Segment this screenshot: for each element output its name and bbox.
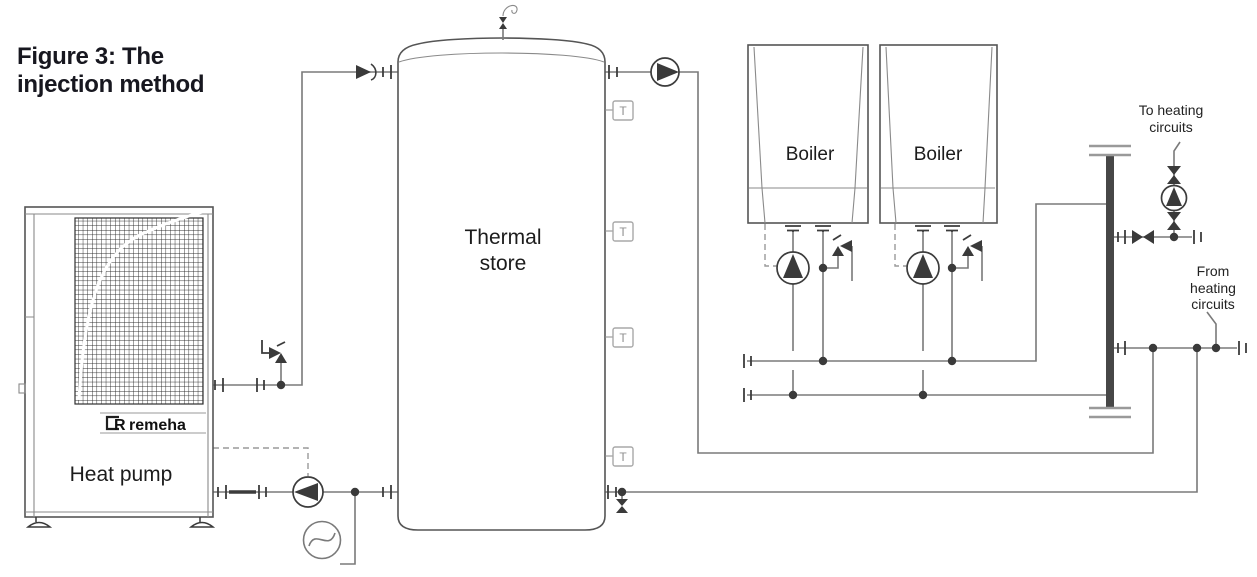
valves [261, 63, 1181, 513]
pipe-heating-return-tick [1206, 311, 1217, 348]
figure-title-line1: Figure 3: The [17, 43, 164, 70]
heating-riser-upper-valve-icon [1167, 166, 1181, 184]
temperature-sensors: T T T T [605, 100, 634, 467]
cable-boiler1-pump-control [764, 224, 779, 267]
temperature-sensor [612, 100, 634, 121]
heat-pump-feet [25, 517, 216, 528]
thermal-store-tank [397, 37, 606, 531]
cable-heatpump-pump-control [213, 447, 309, 476]
temperature-sensor [612, 221, 634, 242]
pipe-store-injection [605, 71, 1154, 454]
temperature-sensor [612, 446, 634, 467]
to-heating-line2: circuits [1149, 119, 1193, 135]
thermal-store-label-line1: Thermal [464, 226, 541, 249]
from-heating-line3: circuits [1191, 296, 1235, 312]
boiler-1: Boiler [747, 44, 869, 224]
to-heating-line1: To heating [1139, 102, 1204, 118]
low-loss-header-caps [1089, 144, 1131, 419]
boiler1-body [747, 44, 869, 224]
boiler2-relief-valve-icon [962, 234, 982, 256]
pipe-store-bottom [605, 348, 1198, 493]
air-vent-icon [499, 4, 518, 40]
from-heating-line2: heating [1190, 280, 1236, 296]
fan-grille-icon [74, 217, 204, 405]
from-heating-line1: From [1197, 263, 1230, 279]
store-injection-pump-icon [650, 57, 680, 87]
fan-grille-highlight [77, 210, 203, 401]
boiler1-pump-icon [776, 251, 810, 285]
boiler2-body [879, 44, 998, 224]
figure-title: Figure 3: The injection method [17, 43, 205, 98]
pumps [292, 57, 1188, 560]
hp-relief-valve-icon [261, 340, 287, 363]
temperature-sensor [612, 327, 634, 348]
sensor-t-label: T [619, 225, 627, 239]
pipe-unions [214, 65, 1247, 499]
heating-flow-isolation-valve-icon [1132, 230, 1154, 244]
boiler2-label: Boiler [914, 144, 963, 165]
low-loss-header-bar [1106, 155, 1114, 408]
boiler-connection-unions [785, 225, 960, 232]
brand-name: remeha [129, 417, 186, 434]
heating-circuit-pump-icon [1160, 184, 1188, 212]
brand-initial: R [114, 417, 126, 434]
brand-band-lines [100, 412, 206, 434]
boiler-2: Boiler [879, 44, 998, 224]
pipe-heatpump-flow [213, 71, 398, 386]
heat-pump-panel-seams [25, 213, 213, 517]
heat-pump-hinge [18, 383, 26, 394]
thermal-store: Thermal store T T T T [397, 4, 634, 531]
check-valve-icon [356, 63, 377, 81]
heat-pump-label: Heat pump [70, 463, 173, 486]
sensor-t-label: T [619, 104, 627, 118]
pipe-boiler-flow-header [747, 203, 1106, 362]
boiler2-pump-icon [906, 251, 940, 285]
brand-mark-icon [105, 415, 119, 431]
boiler1-relief-valve-icon [832, 234, 852, 256]
sensor-t-label: T [619, 331, 627, 345]
heat-pump-return-pump-icon [292, 476, 324, 508]
cable-boiler2-pump-control [894, 224, 909, 267]
heat-pump-unit: R remeha Heat pump [18, 206, 216, 528]
boiler1-label: Boiler [786, 144, 835, 165]
low-loss-header [1089, 144, 1131, 419]
remeha-logo: R remeha [100, 412, 206, 434]
heating-riser-lower-valve-icon [1167, 212, 1181, 230]
sensor-t-label: T [619, 450, 627, 464]
tank-dome-seam [398, 52, 605, 63]
junction-dots [276, 232, 1221, 497]
pipework [213, 71, 1237, 565]
drain-valve-icon [616, 499, 628, 513]
flow-meter-icon [302, 520, 342, 560]
figure-title-line2: injection method [17, 71, 204, 98]
heating-circuit-labels: To heating circuits From heating circuit… [1139, 102, 1236, 312]
thermal-store-label-line2: store [480, 252, 527, 275]
pipe-meter-link [340, 492, 356, 565]
